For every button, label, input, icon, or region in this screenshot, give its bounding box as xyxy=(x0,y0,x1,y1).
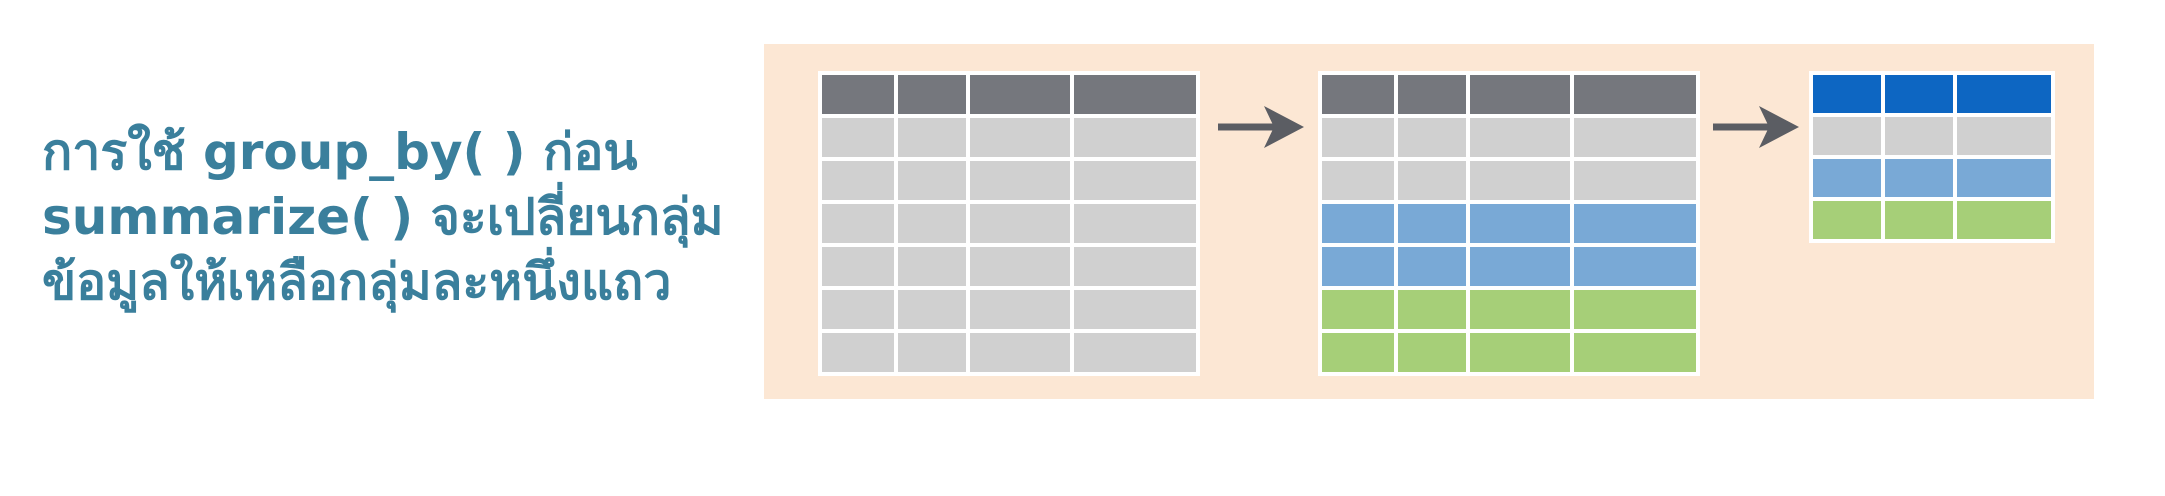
table-row-blue xyxy=(1322,247,1696,286)
table-row-gray xyxy=(1322,161,1696,200)
table-cell xyxy=(1813,75,1881,113)
table-cell xyxy=(1470,247,1570,286)
table-cell xyxy=(1470,161,1570,200)
table-cell xyxy=(1398,290,1466,329)
table-cell xyxy=(822,333,894,372)
table-cell xyxy=(1398,118,1466,157)
table-cell xyxy=(1813,159,1881,197)
table-cell xyxy=(1322,333,1394,372)
table-cell xyxy=(1322,247,1394,286)
table-header-row xyxy=(1813,75,2051,113)
diagram-panel xyxy=(764,44,2094,399)
table-cell xyxy=(1398,204,1466,243)
table-row-gray xyxy=(822,333,1196,372)
table-cell xyxy=(1885,75,1953,113)
caption-line-1: การใช้ group_by( ) ก่อน xyxy=(42,123,638,181)
table-cell xyxy=(1813,201,1881,239)
table-cell xyxy=(1322,290,1394,329)
table-cell xyxy=(822,118,894,157)
table-cell xyxy=(1322,75,1394,114)
table-cell xyxy=(1470,204,1570,243)
arrow-to-summary xyxy=(1713,106,1799,148)
table-cell xyxy=(1574,118,1696,157)
table-row-green xyxy=(1322,333,1696,372)
table-row-gray xyxy=(1322,118,1696,157)
table-cell xyxy=(1470,333,1570,372)
arrow-head xyxy=(1759,106,1799,148)
table-cell xyxy=(1322,204,1394,243)
table-cell xyxy=(822,204,894,243)
table-cell xyxy=(822,75,894,114)
arrow-head xyxy=(1264,106,1304,148)
table-row-green xyxy=(1322,290,1696,329)
table-cell xyxy=(1574,290,1696,329)
table-row-gray xyxy=(822,247,1196,286)
table-cell xyxy=(1074,247,1196,286)
table-cell xyxy=(1322,118,1394,157)
table-cell xyxy=(1074,161,1196,200)
table-cell xyxy=(898,161,966,200)
table-header-row xyxy=(822,75,1196,114)
table-cell xyxy=(822,290,894,329)
table-cell xyxy=(1074,204,1196,243)
table-row-gray xyxy=(822,204,1196,243)
table-cell xyxy=(1957,75,2051,113)
table-cell xyxy=(1074,290,1196,329)
table-cell xyxy=(1398,161,1466,200)
arrow-to-grouped xyxy=(1218,106,1304,148)
table-cell xyxy=(1398,333,1466,372)
table-row-gray xyxy=(1813,117,2051,155)
table-cell xyxy=(898,75,966,114)
table-row-blue xyxy=(1813,159,2051,197)
table-row-gray xyxy=(822,118,1196,157)
table-cell xyxy=(1074,333,1196,372)
table-cell xyxy=(1885,159,1953,197)
table-cell xyxy=(1957,159,2051,197)
table-cell xyxy=(970,204,1070,243)
table-cell xyxy=(898,247,966,286)
table-cell xyxy=(1885,201,1953,239)
table-cell xyxy=(898,333,966,372)
table-cell xyxy=(1074,75,1196,114)
table-cell xyxy=(970,75,1070,114)
table-row-gray xyxy=(822,290,1196,329)
table-cell xyxy=(822,247,894,286)
table-cell xyxy=(898,118,966,157)
table-cell xyxy=(1574,247,1696,286)
table-cell xyxy=(1470,118,1570,157)
table-cell xyxy=(1074,118,1196,157)
table-cell xyxy=(1957,117,2051,155)
table-cell xyxy=(970,118,1070,157)
table-cell xyxy=(1574,75,1696,114)
table-header-row xyxy=(1322,75,1696,114)
table-row-gray xyxy=(822,161,1196,200)
caption: การใช้ group_by( ) ก่อน summarize( ) จะเ… xyxy=(42,120,742,315)
table-cell xyxy=(1574,204,1696,243)
table-cell xyxy=(1957,201,2051,239)
table-cell xyxy=(970,333,1070,372)
table-cell xyxy=(970,290,1070,329)
table-cell xyxy=(970,247,1070,286)
table-cell xyxy=(1398,247,1466,286)
original-table xyxy=(818,71,1200,376)
table-cell xyxy=(1574,161,1696,200)
caption-line-3: ข้อมูลให้เหลือกลุ่มละหนึ่งแถว xyxy=(42,253,672,311)
table-cell xyxy=(1470,75,1570,114)
table-cell xyxy=(1470,290,1570,329)
table-cell xyxy=(970,161,1070,200)
table-row-green xyxy=(1813,201,2051,239)
table-cell xyxy=(1813,117,1881,155)
table-row-blue xyxy=(1322,204,1696,243)
table-cell xyxy=(898,204,966,243)
summary-table xyxy=(1809,71,2055,243)
table-cell xyxy=(822,161,894,200)
table-cell xyxy=(1885,117,1953,155)
caption-line-2: summarize( ) จะเปลี่ยนกลุ่ม xyxy=(42,188,724,246)
table-cell xyxy=(1398,75,1466,114)
table-cell xyxy=(1322,161,1394,200)
table-cell xyxy=(898,290,966,329)
table-cell xyxy=(1574,333,1696,372)
grouped-table xyxy=(1318,71,1700,376)
